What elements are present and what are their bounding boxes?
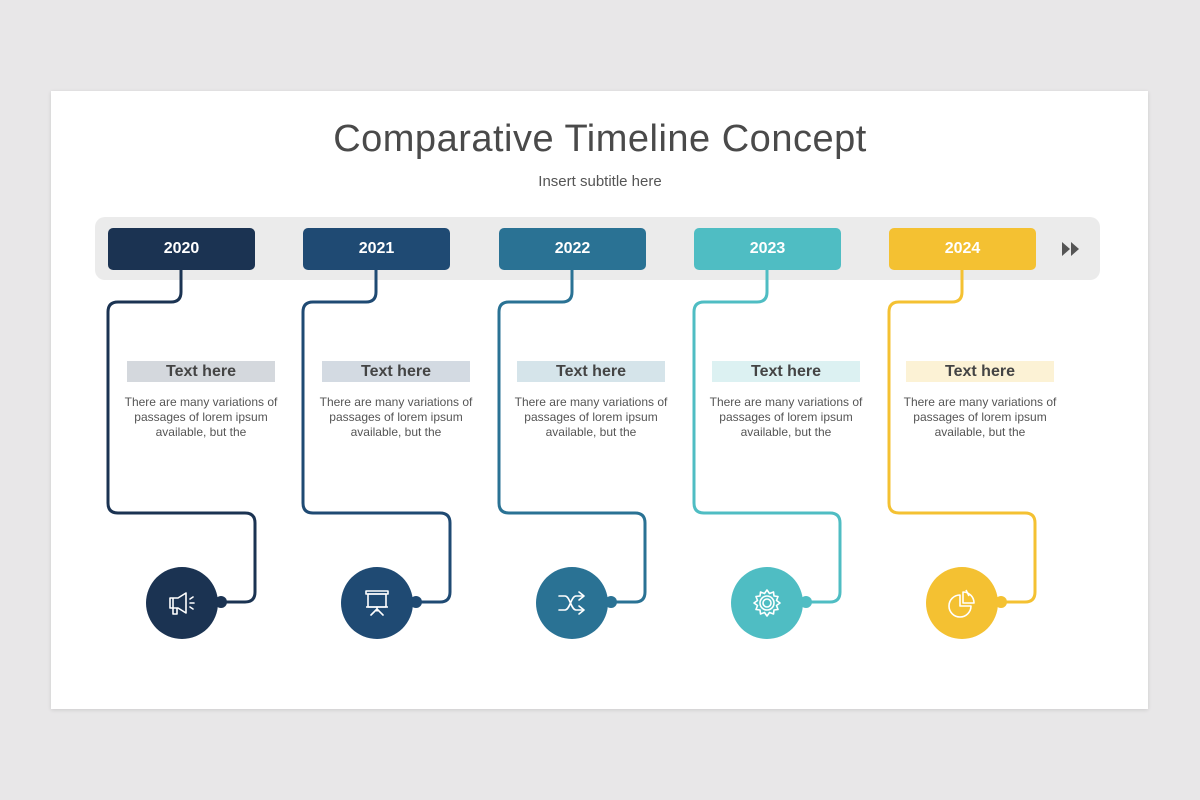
item-description-2020: There are many variations of passages of… <box>124 395 278 439</box>
megaphone-icon <box>169 592 195 615</box>
item-label-2022: Text here <box>517 361 665 382</box>
page-subtitle: Insert subtitle here <box>538 173 662 190</box>
connector-dot-2020 <box>215 596 227 608</box>
icon-circle-2020 <box>146 567 218 639</box>
year-box-2024: 2024 <box>889 228 1036 270</box>
connector-2021 <box>301 268 452 604</box>
item-label-2020: Text here <box>127 361 275 382</box>
item-description-2023: There are many variations of passages of… <box>709 395 863 439</box>
connector-2022 <box>497 268 647 604</box>
connector-2023 <box>692 268 842 604</box>
icon-circle-2024 <box>926 567 998 639</box>
item-description-2021: There are many variations of passages of… <box>319 395 473 439</box>
year-box-2023: 2023 <box>694 228 841 270</box>
year-box-2020: 2020 <box>108 228 255 270</box>
pie-chart-icon <box>948 589 975 618</box>
item-description-2022: There are many variations of passages of… <box>514 395 668 439</box>
shuffle-arrows-icon <box>558 591 585 615</box>
item-label-2024: Text here <box>906 361 1054 382</box>
connector-dot-2022 <box>605 596 617 608</box>
presentation-board-icon <box>365 590 389 616</box>
icon-circle-2022 <box>536 567 608 639</box>
connector-dot-2024 <box>995 596 1007 608</box>
page-title: Comparative Timeline Concept <box>333 118 867 160</box>
icon-circle-2021 <box>341 567 413 639</box>
connector-dot-2023 <box>800 596 812 608</box>
gear-icon <box>753 589 781 617</box>
connector-2024 <box>887 268 1037 604</box>
year-box-2021: 2021 <box>303 228 450 270</box>
year-box-2022: 2022 <box>499 228 646 270</box>
item-label-2021: Text here <box>322 361 470 382</box>
connector-2020 <box>106 268 257 604</box>
connector-dot-2021 <box>410 596 422 608</box>
item-label-2023: Text here <box>712 361 860 382</box>
item-description-2024: There are many variations of passages of… <box>903 395 1057 439</box>
icon-circle-2023 <box>731 567 803 639</box>
double-chevron-right-icon[interactable] <box>1060 240 1082 258</box>
